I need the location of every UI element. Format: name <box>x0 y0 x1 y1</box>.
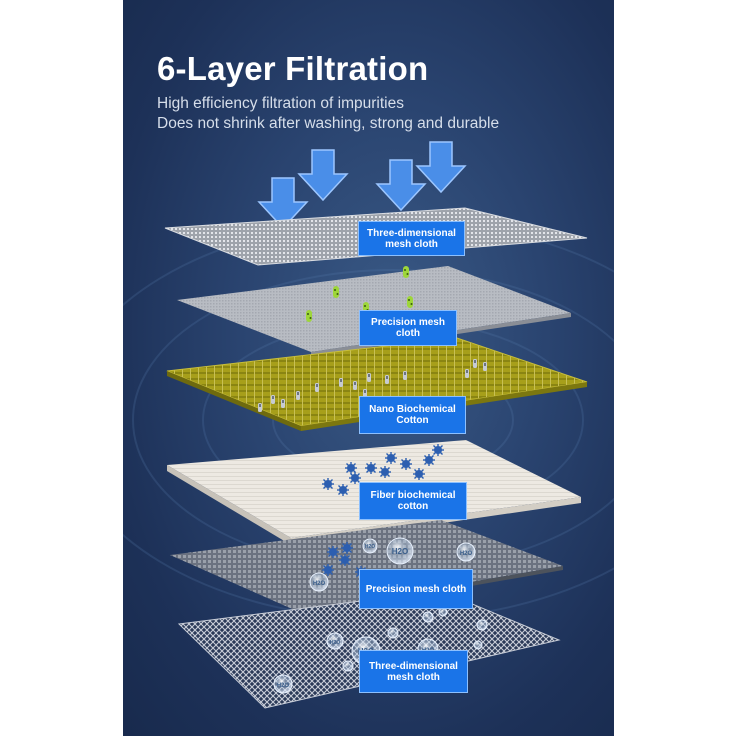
poster: 6-Layer Filtration High efficiency filtr… <box>123 0 614 736</box>
subtitle-line-1: High efficiency filtration of impurities <box>157 95 404 112</box>
down-arrow-icon <box>298 149 348 201</box>
subtitle-line-2: Does not shrink after washing, strong an… <box>157 115 500 132</box>
layer-2-mesh-sheet <box>177 266 571 352</box>
svg-text:H2O: H2O <box>392 547 408 556</box>
svg-text:H2O: H2O <box>313 581 326 587</box>
layer-3-label: Nano Biochemical Cotton <box>359 396 466 434</box>
svg-text:H2O: H2O <box>277 683 290 689</box>
layer-1-label: Three-dimensional mesh cloth <box>358 221 465 256</box>
layer-4-label: Fiber biochemical cotton <box>359 482 467 520</box>
layer-2-label: Precision mesh cloth <box>359 310 457 346</box>
svg-text:H2O: H2O <box>460 551 473 557</box>
svg-text:H2O: H2O <box>330 640 340 646</box>
page-title: 6-Layer Filtration <box>157 50 429 87</box>
layer-6-label: Three-dimensional mesh cloth <box>359 650 468 693</box>
layer-5-label: Precision mesh cloth <box>359 569 473 609</box>
svg-text:H2O: H2O <box>365 544 375 550</box>
